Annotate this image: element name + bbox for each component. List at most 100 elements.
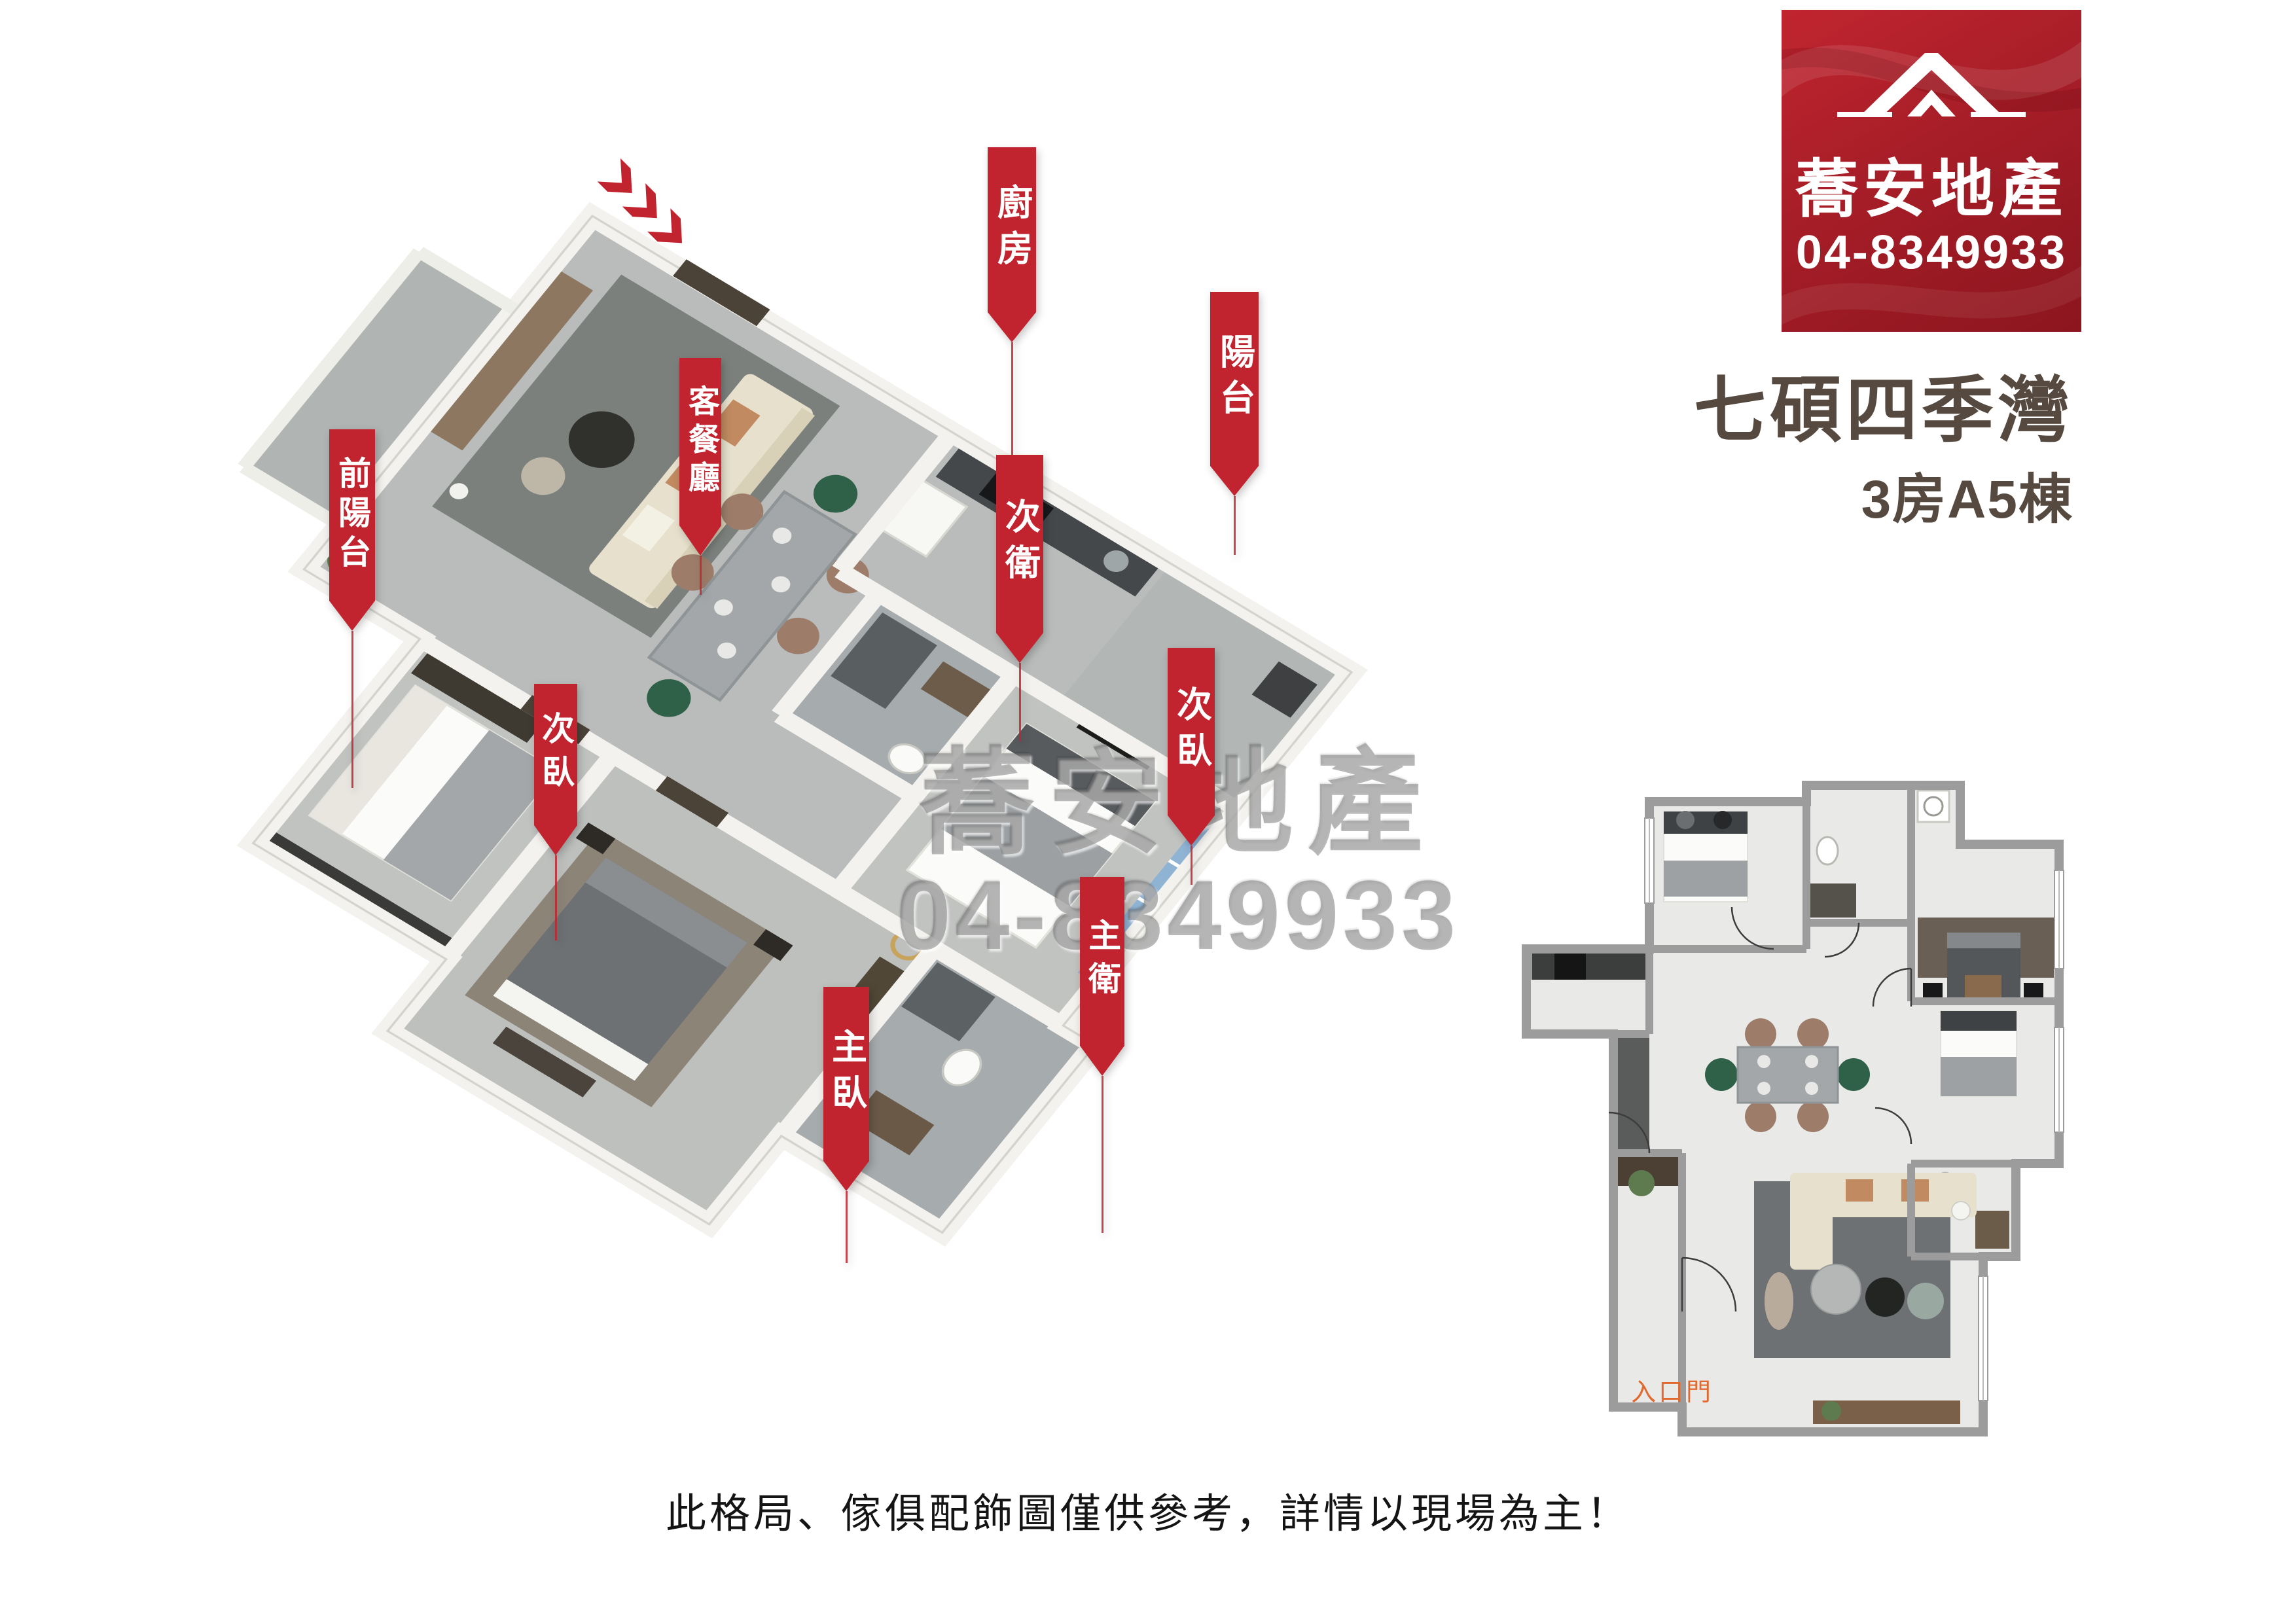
project-title-block: 七碩四季灣 3房A5棟 (1694, 373, 2073, 533)
nightstand (753, 929, 793, 961)
dining-chair-green (813, 474, 858, 513)
coffee-table (568, 411, 635, 469)
room-label-banner-secondary-bath: 次衛 (996, 455, 1043, 741)
agency-logo-card: 蕎安地產 04-8349933 (1782, 10, 2081, 332)
room-label-banner-front-balcony: 前陽台 (329, 429, 375, 788)
nightstand (2024, 983, 2043, 1000)
sofa-chaise (1790, 1173, 1833, 1270)
kitchen-2d (1532, 952, 1649, 1150)
balcony-walls (238, 247, 520, 531)
master-bath-3d (851, 962, 996, 1156)
project-subtitle: 3房A5棟 (1861, 469, 2073, 529)
windows-2d (1644, 817, 2064, 1401)
window-frame (259, 829, 457, 955)
plant (1628, 1170, 1655, 1196)
bedroom-door (655, 776, 729, 828)
bed-quilt (383, 730, 557, 901)
pillow (1713, 811, 1732, 829)
secondary-bath-3d (831, 612, 992, 775)
bed-pillows (585, 857, 747, 968)
banner-arrow-tip-icon (823, 1161, 869, 1191)
tv-console (429, 270, 593, 451)
sofa-cushion (622, 504, 675, 552)
agency-phone: 04-8349933 (1795, 226, 2068, 279)
room-label: 次臥 (534, 684, 577, 825)
bed-sheet (493, 979, 649, 1081)
floor-lamp (1951, 1201, 1971, 1221)
dining-table (647, 490, 857, 702)
bed-pillows (309, 685, 448, 835)
sofa (1790, 1173, 1977, 1217)
bed-quilt (941, 776, 1113, 906)
dining-chair (777, 617, 819, 654)
room-label: 次衛 (996, 455, 1043, 633)
room-label: 主衛 (1080, 877, 1124, 1046)
dining-area-3d (647, 474, 869, 717)
room-label: 客餐廳 (679, 358, 721, 526)
dining-chair-green (1837, 1058, 1870, 1091)
dining-chair-green (647, 679, 691, 717)
bedroom-top-left-2d (1663, 811, 1748, 902)
front-balcony-floor (243, 251, 516, 526)
bed-pillows (1941, 1011, 2017, 1031)
banner-leader-line (699, 556, 702, 595)
bed-pillows (1947, 933, 2020, 948)
nightstand (575, 822, 616, 855)
bath-top-middle-2d (1810, 836, 1856, 918)
sofa-cushion (1846, 1179, 1873, 1202)
living-room-2d (1754, 1173, 1977, 1424)
room-label-banner-secondary-bedroom-left: 次臥 (534, 684, 577, 940)
dining-2d (1705, 1018, 1870, 1132)
apartment-3d (236, 202, 1368, 1247)
bed-pillows (1006, 723, 1156, 827)
house-roof-icon (1837, 53, 2026, 117)
plate (717, 642, 736, 659)
toilet (1816, 836, 1839, 866)
living-rug (432, 274, 840, 638)
dining-chair-green (1705, 1058, 1738, 1091)
bath-vanity (851, 1090, 935, 1156)
bath-vanity (920, 661, 992, 719)
utility-top-right-2d (1916, 789, 1950, 823)
floor-lamp (449, 483, 469, 499)
dining-chair (1797, 1018, 1829, 1050)
bed-bench (492, 1026, 597, 1097)
side-table (521, 457, 565, 495)
shower (901, 962, 996, 1042)
dining-chair (721, 493, 764, 530)
project-title: 七碩四季灣 (1694, 370, 2073, 451)
pouf (1907, 1283, 1944, 1319)
coffee-table (1810, 1264, 1861, 1315)
entry-door (673, 259, 770, 327)
dining-table (1736, 1046, 1839, 1104)
nightstand (1923, 983, 1943, 1000)
agency-name: 蕎安地產 (1795, 154, 2068, 224)
banner-arrow-tip-icon (679, 526, 721, 556)
master-bedroom-3d (465, 822, 927, 1107)
sink (1103, 550, 1129, 572)
lounge-chair (1765, 1272, 1793, 1330)
plate (771, 576, 791, 593)
master-bedroom-2d (1918, 918, 2054, 1000)
pillow (1676, 811, 1695, 829)
room-label-banner-kitchen: 廚房 (988, 147, 1036, 460)
banner-arrow-tip-icon (1168, 815, 1215, 846)
bath-vanity (1810, 883, 1856, 918)
toilet (941, 1048, 982, 1086)
balcony-unit (1251, 661, 1318, 718)
plate (772, 527, 792, 544)
entry-door-label: 入口門 (1631, 1379, 1713, 1406)
room-label-banner-secondary-bedroom-right: 次臥 (1168, 648, 1215, 885)
banner-leader-line (845, 1191, 848, 1263)
banner-leader-line (554, 855, 557, 940)
banner-leader-line (351, 631, 353, 788)
banner-arrow-tip-icon (996, 633, 1043, 663)
door-arcs-2d (1608, 906, 1912, 1312)
floor-plan-2d: 入口門 (1522, 781, 2064, 1436)
washer (1916, 789, 1950, 823)
dining-chair (1797, 1101, 1829, 1132)
dining-chair (671, 554, 714, 591)
bedroom-right-lower-2d (1940, 1010, 2017, 1097)
